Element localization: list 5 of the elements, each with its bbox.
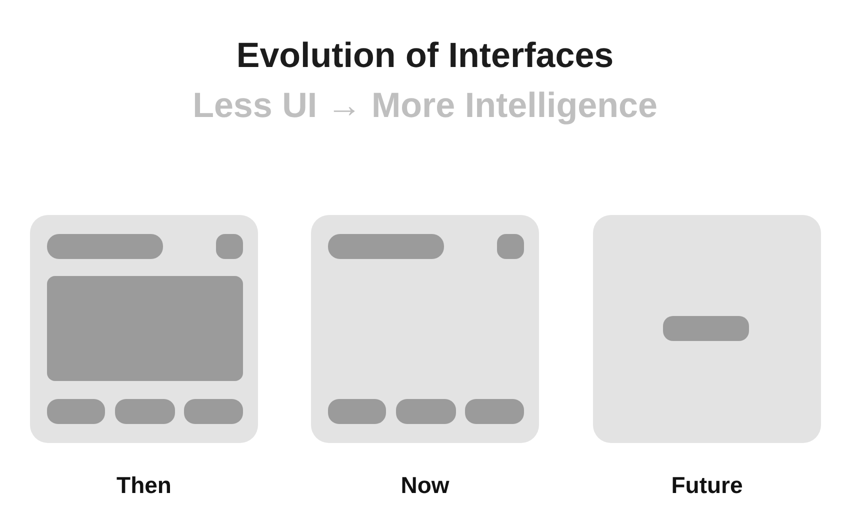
- diagram-title: Evolution of Interfaces: [236, 35, 614, 77]
- panel-caption: Then: [116, 471, 172, 500]
- subtitle: Less UI → More Intelligence: [192, 85, 658, 127]
- panel-caption: Now: [400, 471, 450, 500]
- panel-caption: Future: [671, 471, 743, 500]
